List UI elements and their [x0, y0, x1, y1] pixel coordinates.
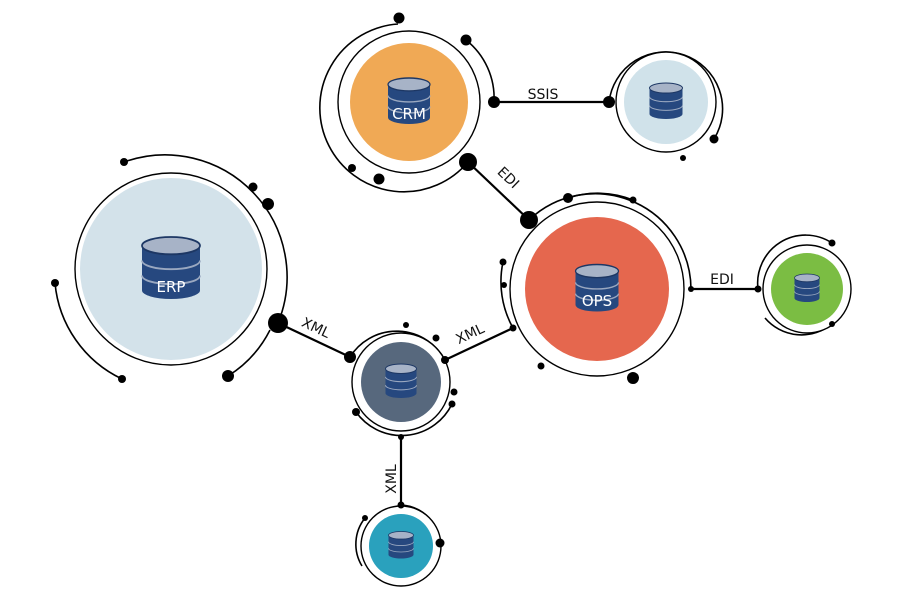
- ssis-target-database-icon: [648, 82, 684, 120]
- node-ssis-target[interactable]: [603, 51, 724, 161]
- crm-dot: [348, 164, 356, 172]
- erp-label: ERP: [157, 278, 186, 296]
- node-crm[interactable]: CRM: [319, 12, 500, 193]
- erp-dot: [268, 313, 288, 333]
- crm-orbit-arc: [319, 23, 469, 193]
- xml-target-dot: [362, 515, 368, 521]
- hub-dot: [448, 400, 456, 408]
- edi-target-orbit-arc: [756, 234, 833, 290]
- node-hub[interactable]: [344, 322, 458, 440]
- ops-dot: [509, 324, 517, 332]
- crm-dot: [393, 12, 405, 24]
- crm-dot: [460, 34, 472, 46]
- edi-target-database-icon: [794, 273, 820, 303]
- ops-dot: [627, 372, 639, 384]
- crm-dot: [459, 153, 477, 171]
- erp-dot: [51, 279, 59, 287]
- ops-orbit-arc-right: [567, 192, 634, 201]
- hub-dot: [432, 334, 440, 342]
- connectors: [277, 100, 758, 505]
- xml-target-orbit-arc-left: [355, 517, 366, 567]
- edi-target-dot: [754, 285, 762, 293]
- connection-label-erp-hub: XML: [299, 315, 333, 342]
- node-erp[interactable]: ERP: [51, 154, 288, 383]
- ops-orbit-arc-left: [500, 261, 514, 329]
- crm-label: CRM: [392, 105, 426, 123]
- ssis-dot: [709, 134, 719, 144]
- edi-target-dot: [829, 321, 835, 327]
- connection-label-ops-edi: EDI: [710, 272, 734, 288]
- connection-label-crm-ssis: SSIS: [528, 87, 559, 103]
- hub-database-icon: [384, 363, 418, 399]
- ops-dot: [499, 258, 507, 266]
- edi-target-dot: [828, 239, 836, 247]
- hub-dot: [450, 388, 458, 396]
- erp-dot: [118, 375, 126, 383]
- erp-orbit-arc: [123, 154, 288, 324]
- connection-label-hub-ops: XML: [454, 321, 488, 348]
- erp-dot: [120, 158, 128, 166]
- crm-dot: [373, 173, 385, 185]
- connector-erp-hub: [277, 322, 351, 358]
- ssis-dot: [680, 155, 686, 161]
- ops-label: OPS: [582, 292, 612, 310]
- hub-dot: [352, 408, 360, 416]
- hub-dot: [441, 356, 449, 364]
- hub-orbit-arc-lower: [355, 403, 453, 437]
- hub-dot: [403, 322, 409, 328]
- ops-dot: [501, 282, 507, 288]
- xml-target-database-icon: [388, 531, 414, 559]
- node-ops[interactable]: OPS: [499, 192, 695, 384]
- hub-dot: [398, 434, 404, 440]
- ssis-dot: [603, 96, 615, 108]
- node-edi-target[interactable]: [754, 234, 852, 336]
- ops-dot: [629, 196, 637, 204]
- connection-label-crm-ops: EDI: [494, 164, 522, 192]
- erp-dot: [222, 370, 234, 382]
- ops-dot: [537, 362, 545, 370]
- hub-dot: [344, 351, 356, 363]
- crm-dot: [488, 96, 500, 108]
- xml-target-dot: [397, 501, 405, 509]
- ops-dot: [688, 286, 694, 292]
- ops-dot: [563, 193, 573, 203]
- node-xml-target[interactable]: [355, 501, 445, 587]
- connector-hub-ops: [444, 327, 514, 361]
- connection-label-hub-bottom: XML: [384, 464, 400, 494]
- xml-target-dot: [435, 538, 445, 548]
- crm-orbit-arc-inner: [465, 39, 495, 103]
- erp-orbit-arc-left: [54, 282, 123, 380]
- ops-dot: [520, 211, 538, 229]
- erp-dot: [262, 198, 274, 210]
- erp-dot: [248, 182, 258, 192]
- connector-crm-ops: [467, 161, 530, 221]
